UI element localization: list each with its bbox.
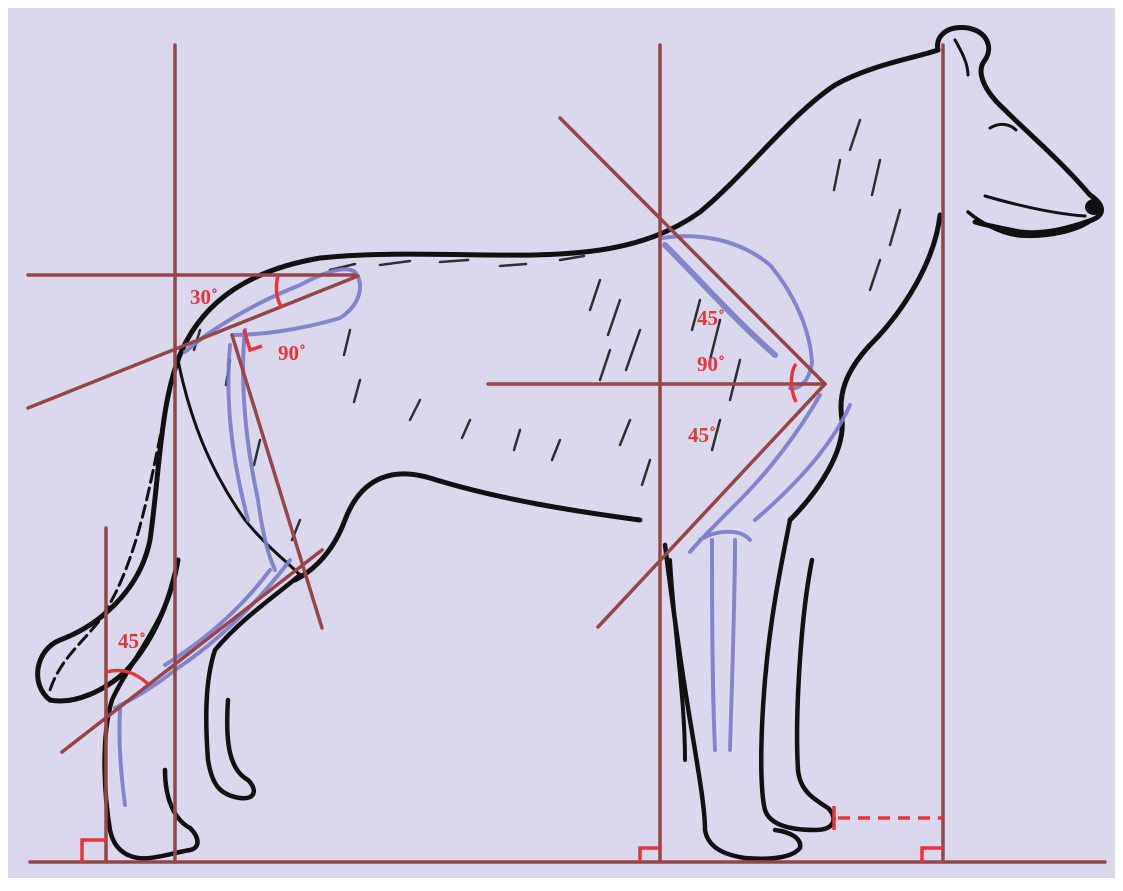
dog-nose: [1085, 199, 1103, 215]
hock-angle-label: 45˚: [118, 629, 146, 653]
hip-stifle-angle-label: 90˚: [278, 341, 306, 365]
shoulder-joint-angle-label: 90˚: [697, 352, 725, 376]
hip-angle-label: 30˚: [190, 285, 218, 309]
shoulder-upper-angle-label: 45˚: [697, 306, 725, 330]
shoulder-lower-angle-label: 45˚: [688, 423, 716, 447]
